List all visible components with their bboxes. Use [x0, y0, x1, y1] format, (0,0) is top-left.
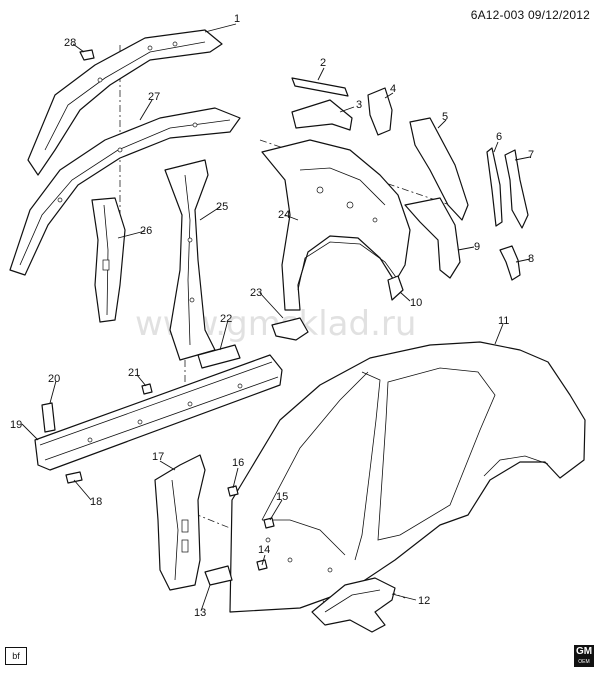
callout-27: 27: [148, 91, 160, 103]
callout-26: 26: [140, 225, 152, 237]
part-1-roof-rail: [27, 29, 223, 176]
gm-logo-subtext: OEM: [578, 659, 590, 665]
document-id: 6A12-003: [470, 8, 525, 22]
part-19-rocker-panel: [34, 354, 283, 471]
part-5-quarter-reinforcement: [409, 117, 469, 221]
callout-1: 1: [234, 13, 240, 25]
callout-9: 9: [474, 241, 480, 253]
part-4-reinforcement: [367, 87, 393, 136]
gm-logo-text: GM: [575, 646, 593, 657]
part-9-wheelhouse-panel: [404, 197, 461, 279]
callout-13: 13: [194, 607, 206, 619]
part-12-rocker-reinforcement: [311, 577, 396, 633]
corner-tag: bf: [5, 647, 27, 665]
part-7-strip: [504, 149, 529, 229]
part-17-hinge-pillar: [154, 454, 206, 591]
gm-logo: GM OEM: [574, 645, 594, 667]
part-6-strip: [486, 147, 503, 227]
callout-11: 11: [498, 315, 509, 327]
callout-10: 10: [410, 297, 422, 309]
callout-20: 20: [48, 373, 60, 385]
part-15-fastener: [263, 517, 275, 529]
part-23-plate: [271, 317, 309, 341]
callout-22: 22: [220, 313, 232, 325]
part-20-plug: [41, 402, 56, 433]
callout-19: 19: [10, 419, 22, 431]
part-2-bracket: [291, 77, 349, 97]
callout-21: 21: [128, 367, 140, 379]
part-28-clip: [79, 49, 95, 61]
callout-17: 17: [152, 451, 164, 463]
callout-23: 23: [250, 287, 262, 299]
part-27-roof-rail-inner: [9, 107, 241, 276]
callout-8: 8: [528, 253, 534, 265]
callout-24: 24: [278, 209, 290, 221]
part-26-pillar-reinforcement: [91, 197, 126, 323]
callout-6: 6: [496, 131, 502, 143]
callout-14: 14: [258, 544, 270, 556]
leader-lines: [21, 23, 531, 612]
part-24-quarter-inner-panel: [261, 139, 411, 311]
part-25-b-pillar-inner: [164, 159, 216, 361]
document-date: 09/12/2012: [527, 8, 590, 22]
callout-25: 25: [216, 201, 228, 213]
callout-7: 7: [528, 149, 534, 161]
callout-4: 4: [390, 83, 396, 95]
part-3-bracket: [291, 99, 353, 131]
callout-28: 28: [64, 37, 76, 49]
part-10-bracket: [387, 275, 404, 301]
part-22-bracket: [197, 344, 241, 369]
callout-labels: 1 2 3 4 5 6 7 8 9 10 11 12 13 14 15 16 1…: [10, 13, 534, 619]
part-13-bracket: [204, 565, 233, 586]
diagram-header: 6A12-003 09/12/2012: [471, 8, 590, 22]
part-8-bracket: [499, 245, 521, 281]
callout-2: 2: [320, 57, 326, 69]
part-18-bracket: [65, 471, 83, 484]
part-11-body-side-outer: [229, 341, 586, 613]
callout-12: 12: [418, 595, 430, 607]
callout-18: 18: [90, 496, 102, 508]
part-21-fastener: [141, 383, 153, 395]
callout-3: 3: [356, 99, 362, 111]
callout-16: 16: [232, 457, 244, 469]
callout-15: 15: [276, 491, 288, 503]
callout-5: 5: [442, 111, 448, 123]
